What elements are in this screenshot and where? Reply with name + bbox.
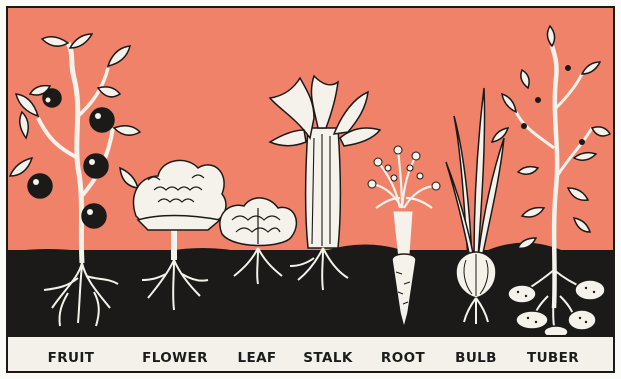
label-fruit: FRUIT: [48, 350, 95, 366]
label-leaf: LEAF: [237, 350, 276, 366]
label-flower: FLOWER: [142, 350, 208, 366]
illustration-art: [8, 8, 613, 371]
label-stalk: STALK: [303, 350, 352, 366]
label-root: ROOT: [381, 350, 425, 366]
vegetable-parts-illustration: FRUIT FLOWER LEAF STALK ROOT BULB TUBER: [6, 6, 615, 373]
caption-labels: FRUIT FLOWER LEAF STALK ROOT BULB TUBER: [8, 342, 613, 372]
label-bulb: BULB: [455, 350, 497, 366]
label-tuber: TUBER: [527, 350, 579, 366]
